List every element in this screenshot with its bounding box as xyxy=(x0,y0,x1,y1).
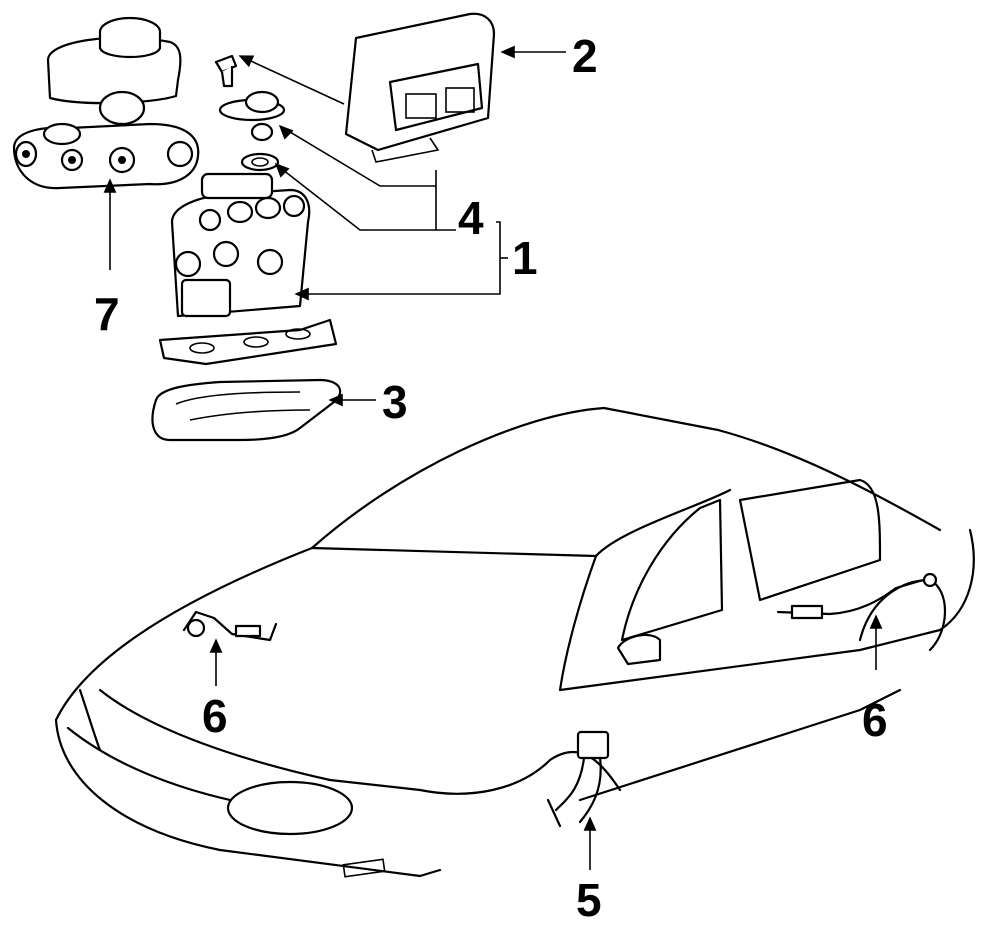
mounting-hardware xyxy=(214,54,286,172)
master-cylinder xyxy=(12,16,200,190)
callout-5: 5 xyxy=(576,874,602,926)
callout-7: 7 xyxy=(94,288,120,340)
front-wheel-sensor-harness xyxy=(546,730,610,828)
callout-6-left: 6 xyxy=(202,690,228,742)
abs-modulator xyxy=(158,172,338,366)
rear-wheel-sensor-right xyxy=(776,572,938,620)
callout-1: 1 xyxy=(512,232,538,284)
front-wheel-sensor-left xyxy=(182,610,278,642)
callout-3: 3 xyxy=(382,376,408,428)
gasket xyxy=(151,378,342,442)
callout-2: 2 xyxy=(572,30,598,82)
callout-4: 4 xyxy=(458,192,484,244)
vehicle-body xyxy=(54,406,975,878)
callout-6-right: 6 xyxy=(862,694,888,746)
leader-lines xyxy=(103,45,883,870)
control-module xyxy=(344,12,496,163)
